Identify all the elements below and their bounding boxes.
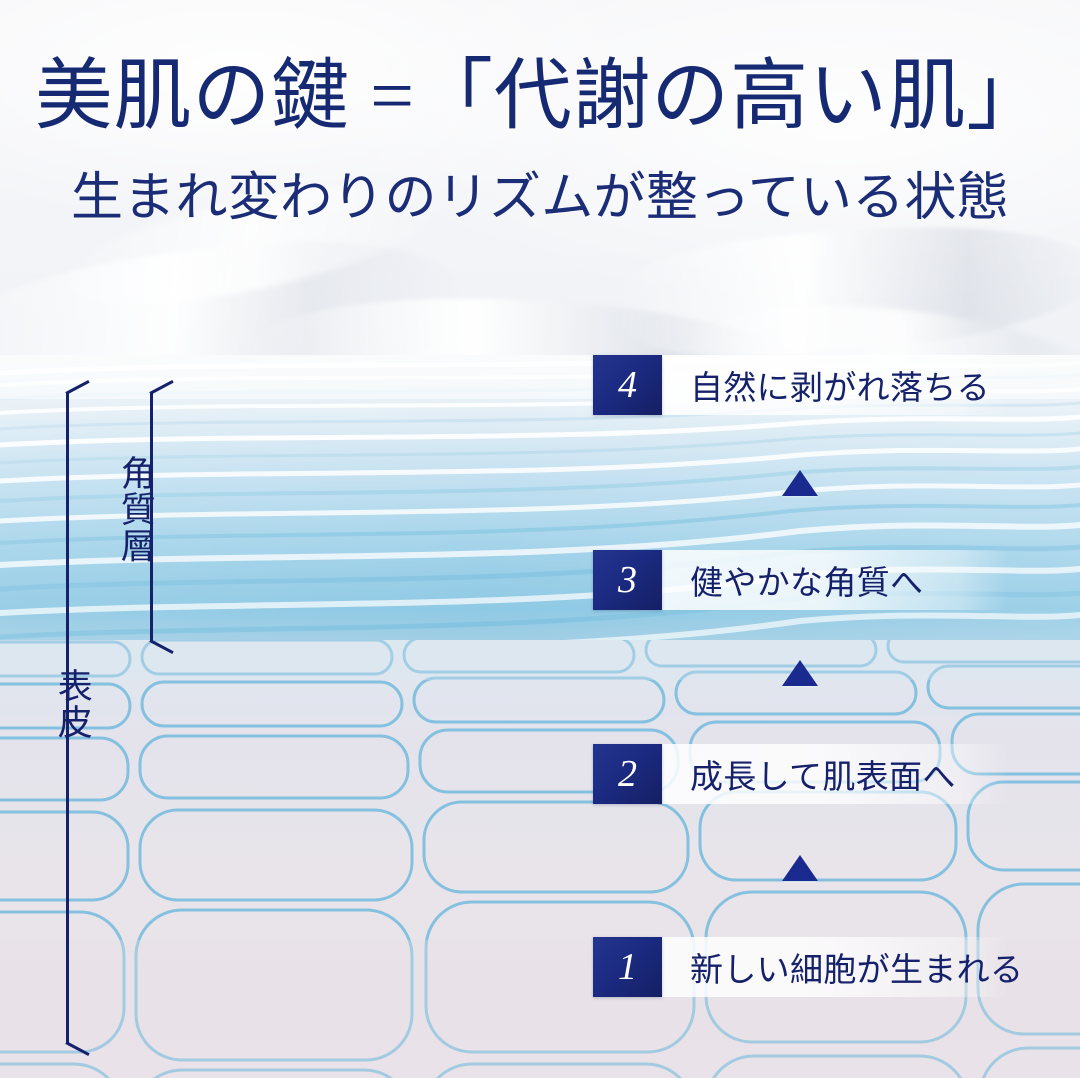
up-arrow-icon <box>782 470 818 496</box>
epidermis-label: 表皮 <box>52 668 92 741</box>
step-row-3[interactable]: 3 健やかな角質へ <box>593 550 1008 610</box>
step-number-badge: 1 <box>593 937 662 997</box>
stratum-corneum-label: 角質層 <box>115 455 155 565</box>
step-label: 成長して肌表面へ <box>690 758 956 795</box>
step-row-1[interactable]: 1 新しい細胞が生まれる <box>593 937 1023 997</box>
step-label: 自然に剥がれ落ちる <box>690 369 990 406</box>
step-label: 新しい細胞が生まれる <box>690 951 1024 988</box>
up-arrow-icon <box>782 660 818 686</box>
page-subtitle: 生まれ変わりのリズムが整っている状態 <box>70 170 1010 227</box>
step-number-badge: 4 <box>593 355 662 415</box>
step-row-2[interactable]: 2 成長して肌表面へ <box>593 744 1008 804</box>
swirl-shape <box>616 213 1080 367</box>
page-title: 美肌の鍵 =「代謝の高い肌」 <box>34 52 1046 139</box>
bracket-stem <box>66 392 69 1044</box>
step-number-badge: 3 <box>593 550 662 610</box>
background-top-texture <box>0 0 1080 455</box>
epidermal-cells-illustration <box>0 640 1080 1078</box>
up-arrow-icon <box>782 855 818 881</box>
step-row-4[interactable]: 4 自然に剥がれ落ちる <box>593 355 1008 415</box>
bracket-stem <box>150 392 153 642</box>
step-label: 健やかな角質へ <box>690 564 924 601</box>
step-number-badge: 2 <box>593 744 662 804</box>
